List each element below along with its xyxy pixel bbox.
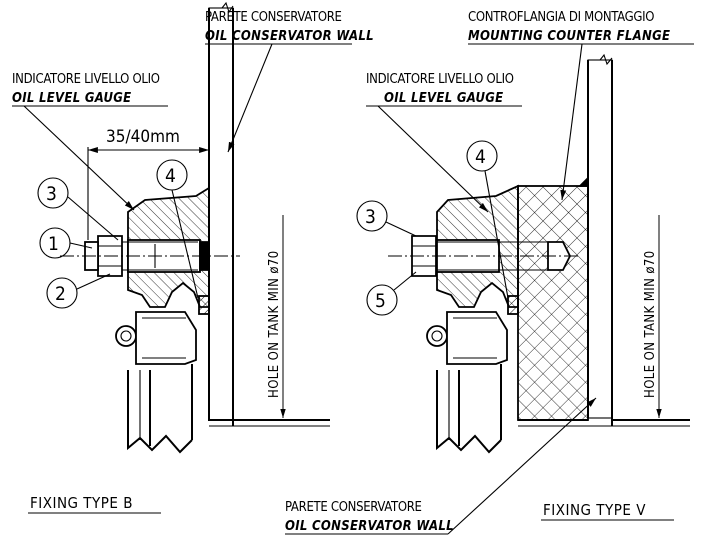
callout-1-b: 1: [39, 227, 93, 259]
bolt-v: [388, 235, 578, 277]
hole-label-v: HOLE ON TANK MIN ø70: [643, 215, 662, 418]
flange-label-v: CONTROFLANGIA DI MONTAGGIO MOUNTING COUN…: [468, 10, 694, 201]
svg-text:FIXING TYPE B: FIXING TYPE B: [30, 494, 133, 512]
callout-5-v: 5: [366, 271, 417, 316]
dimension-label: 35/40mm: [106, 127, 180, 147]
callout-2-b: 2: [46, 273, 111, 309]
svg-text:OIL LEVEL GAUGE: OIL LEVEL GAUGE: [12, 91, 131, 106]
svg-text:INDICATORE LIVELLO OLIO: INDICATORE LIVELLO OLIO: [366, 72, 514, 87]
wall-label-v: PARETE CONSERVATORE OIL CONSERVATOR WALL: [285, 397, 597, 535]
counter-flange-v: [517, 175, 589, 421]
gauge-housing-b: [115, 311, 197, 454]
conservator-wall-b: [208, 1, 330, 427]
fixing-type-v-view: HOLE ON TANK MIN ø70 CONTROFLANGIA DI MO…: [285, 10, 694, 535]
dimension-35-40: 35/40mm: [87, 127, 210, 240]
seal-v: [507, 295, 519, 315]
svg-text:3: 3: [365, 206, 376, 228]
svg-text:MOUNTING COUNTER FLANGE: MOUNTING COUNTER FLANGE: [468, 29, 670, 44]
title-fixing-type-b: FIXING TYPE B: [28, 494, 161, 514]
seal-b: [198, 295, 210, 315]
svg-text:PARETE CONSERVATORE: PARETE CONSERVATORE: [285, 500, 422, 515]
svg-text:HOLE ON TANK MIN ø70: HOLE ON TANK MIN ø70: [643, 250, 658, 398]
svg-text:OIL CONSERVATOR WALL: OIL CONSERVATOR WALL: [285, 519, 454, 534]
svg-text:OIL LEVEL GAUGE: OIL LEVEL GAUGE: [384, 91, 503, 106]
svg-text:CONTROFLANGIA DI MONTAGGIO: CONTROFLANGIA DI MONTAGGIO: [468, 10, 654, 25]
svg-text:2: 2: [55, 283, 66, 305]
callout-4-v: 4: [466, 140, 509, 299]
hole-label-b: HOLE ON TANK MIN ø70: [267, 215, 286, 418]
callout-4-b: 4: [156, 159, 199, 299]
svg-text:1: 1: [48, 233, 59, 255]
bolt-b: [60, 235, 240, 277]
gauge-label-v: INDICATORE LIVELLO OLIO OIL LEVEL GAUGE: [366, 72, 522, 213]
callout-3-v: 3: [356, 200, 417, 237]
svg-text:INDICATORE LIVELLO OLIO: INDICATORE LIVELLO OLIO: [12, 72, 160, 87]
svg-text:5: 5: [375, 290, 386, 312]
fixing-type-b-view: 35/40mm HOLE ON TANK MIN ø70 PARETE CONS…: [12, 1, 374, 514]
svg-text:HOLE ON TANK MIN ø70: HOLE ON TANK MIN ø70: [267, 250, 282, 398]
gauge-flange-b: [127, 186, 210, 308]
wall-label-b: PARETE CONSERVATORE OIL CONSERVATOR WALL: [205, 10, 374, 153]
svg-text:4: 4: [165, 165, 176, 187]
title-fixing-type-v: FIXING TYPE V: [541, 501, 674, 521]
svg-text:PARETE CONSERVATORE: PARETE CONSERVATORE: [205, 10, 342, 25]
callout-3-b: 3: [37, 177, 119, 241]
svg-text:4: 4: [475, 146, 486, 168]
gauge-housing-v: [426, 311, 508, 454]
gauge-label-b: INDICATORE LIVELLO OLIO OIL LEVEL GAUGE: [12, 72, 168, 211]
svg-text:OIL CONSERVATOR WALL: OIL CONSERVATOR WALL: [205, 29, 374, 44]
svg-text:FIXING TYPE V: FIXING TYPE V: [543, 501, 646, 519]
svg-text:3: 3: [46, 183, 57, 205]
